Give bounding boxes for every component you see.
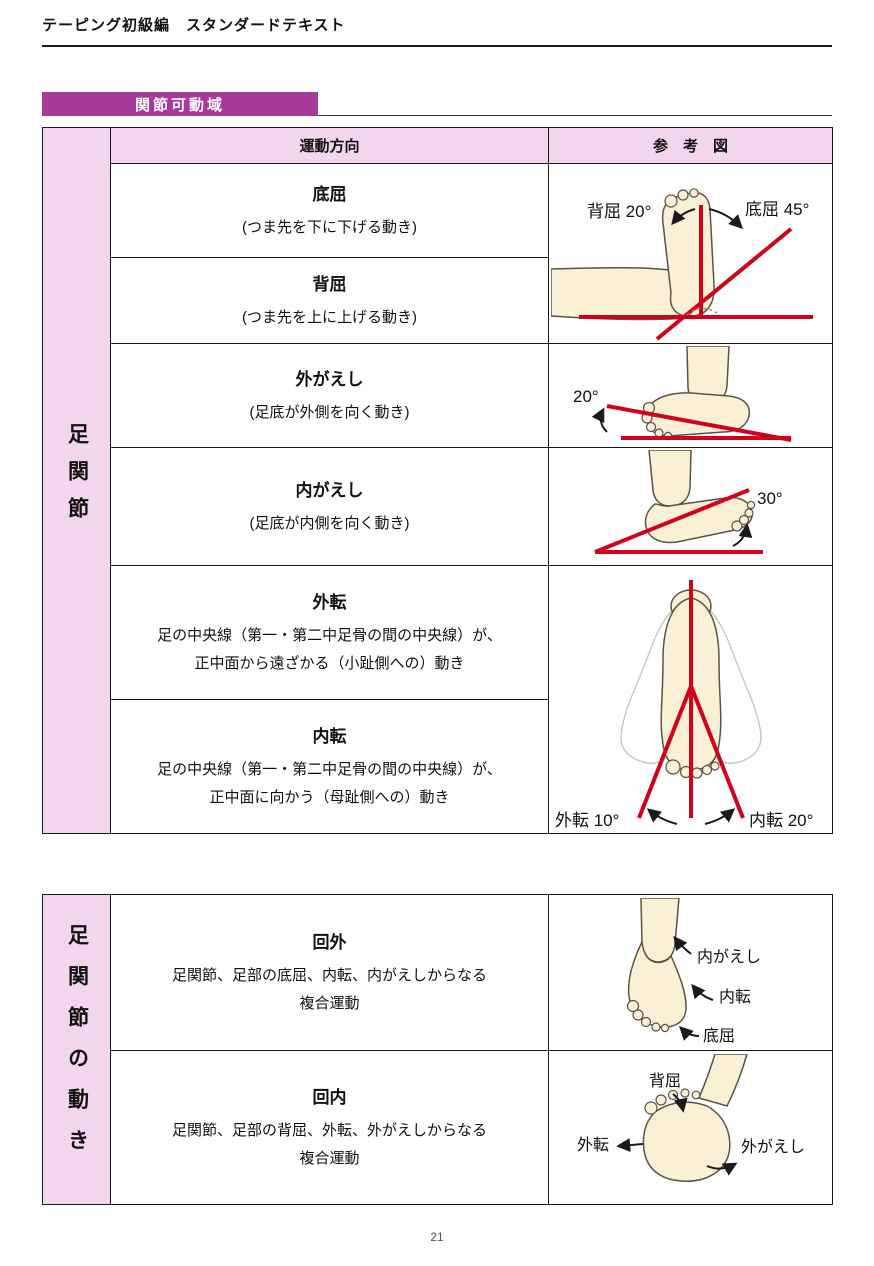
motion-desc: 足関節、足部の背屈、外転、外がえしからなる 複合運動 bbox=[171, 1121, 487, 1167]
adduction-angle-label: 内転 20° bbox=[749, 811, 813, 830]
plantarflexion-arrow-icon bbox=[678, 1025, 699, 1041]
page-number: 21 bbox=[430, 1230, 444, 1244]
column-header-figure: 参 考 図 bbox=[548, 127, 833, 164]
dorsiflexion-arrow-icon bbox=[670, 208, 695, 226]
column-header-motion: 運動方向 bbox=[110, 127, 549, 164]
eversion-angle-label: 20° bbox=[573, 387, 599, 406]
motion-cell-inversion: 内がえし (足底が内側を向く動き) bbox=[110, 447, 549, 566]
motion-desc: (足底が外側を向く動き) bbox=[249, 403, 410, 421]
motion-title: 底屈 bbox=[312, 184, 347, 204]
flexion-figure: 背屈 20° 底屈 45° bbox=[550, 188, 813, 341]
motion-title: 内転 bbox=[312, 726, 347, 746]
abduction-adduction-figure: 外転 10° 内転 20° bbox=[555, 579, 813, 830]
foot-shape bbox=[627, 938, 687, 1028]
eversion-figure: 20° bbox=[573, 345, 791, 442]
dorsiflexion-arrow-icon bbox=[671, 1092, 688, 1113]
eversion-arrow-icon bbox=[706, 1162, 737, 1176]
reference-lines bbox=[606, 403, 791, 442]
motion-title: 内がえし bbox=[295, 480, 364, 500]
abduction-arrow-icon bbox=[646, 807, 677, 825]
inversion-arrow-icon bbox=[732, 522, 752, 547]
motion-cell-plantarflexion: 底屈 (つま先を下に下げる動き) bbox=[110, 163, 549, 258]
adduction-arrow-icon bbox=[690, 983, 713, 1001]
eversion-arrow-icon bbox=[591, 406, 608, 433]
page-title: テーピング初級編 スタンダードテキスト bbox=[42, 17, 346, 34]
ankle-rom-table: 足関節 運動方向 参 考 図 底屈 (つま先を下に下げる動き) bbox=[42, 127, 833, 834]
pronation-label-eversion: 外がえし bbox=[741, 1138, 805, 1156]
abduction-angle-label: 外転 10° bbox=[555, 811, 619, 830]
section-badge: 関節可動域 bbox=[42, 92, 318, 116]
motion-desc: (つま先を上に上げる動き) bbox=[242, 308, 417, 326]
motion-desc: 足関節、足部の底屈、内転、内がえしからなる 複合運動 bbox=[171, 966, 487, 1012]
plantarflexion-angle-label: 底屈 45° bbox=[745, 200, 809, 219]
motion-cell-eversion: 外がえし (足底が外側を向く動き) bbox=[110, 343, 549, 448]
motion-desc: (足底が内側を向く動き) bbox=[249, 514, 410, 532]
table1-side-label: 足関節 bbox=[65, 422, 89, 534]
header-divider bbox=[42, 45, 832, 47]
section-divider bbox=[318, 115, 832, 116]
reference-lines bbox=[593, 487, 763, 554]
motion-desc: 足の中央線（第一・第二中足骨の間の中央線）が、 正中面から遠ざかる（小趾側への）… bbox=[157, 626, 502, 672]
motion-cell-pronation: 回内 足関節、足部の背屈、外転、外がえしからなる 複合運動 bbox=[110, 1050, 549, 1205]
inversion-figure: 30° bbox=[593, 449, 783, 554]
table2-side-label: 足関節の動き bbox=[65, 924, 89, 1170]
pronation-label-dorsiflexion: 背屈 bbox=[649, 1072, 681, 1090]
dorsiflexion-angle-label: 背屈 20° bbox=[587, 202, 651, 221]
table2-side-label-cell: 足関節の動き bbox=[42, 894, 111, 1205]
figure-cell-pronation: 背屈 外転 外がえし bbox=[548, 1050, 833, 1205]
adduction-arrow-icon bbox=[704, 807, 735, 825]
motion-cell-dorsiflexion: 背屈 (つま先を上に上げる動き) bbox=[110, 257, 549, 344]
figure-cell-inversion: 30° bbox=[548, 447, 833, 566]
supination-figure: 内がえし 内転 底屈 bbox=[626, 897, 761, 1045]
figure-cell-abduction-adduction: 外転 10° 内転 20° bbox=[548, 565, 833, 834]
motion-desc: (つま先を下に下げる動き) bbox=[242, 218, 417, 236]
section-header: 関節可動域 bbox=[42, 92, 832, 116]
figure-cell-flexion: 背屈 20° 底屈 45° bbox=[548, 163, 833, 344]
abduction-arrow-icon bbox=[615, 1137, 643, 1152]
motion-title: 回内 bbox=[312, 1087, 347, 1107]
motion-title: 外転 bbox=[312, 592, 347, 612]
motion-title: 外がえし bbox=[295, 369, 364, 389]
motion-cell-adduction: 内転 足の中央線（第一・第二中足骨の間の中央線）が、 正中面に向かう（母趾側への… bbox=[110, 699, 549, 834]
pronation-label-abduction: 外転 bbox=[577, 1136, 609, 1154]
leg-shape bbox=[697, 1053, 748, 1107]
supination-label-adduction: 内転 bbox=[719, 988, 751, 1006]
figure-cell-supination: 内がえし 内転 底屈 bbox=[548, 894, 833, 1051]
pronation-figure: 背屈 外転 外がえし bbox=[577, 1053, 805, 1182]
plantarflexion-arrow-icon bbox=[708, 208, 743, 229]
supination-label-inversion: 内がえし bbox=[697, 948, 761, 966]
foot-sole-shape bbox=[642, 1100, 731, 1182]
ankle-compound-motion-table: 足関節の動き 回外 足関節、足部の底屈、内転、内がえしからなる 複合運動 bbox=[42, 894, 833, 1205]
motion-title: 背屈 bbox=[312, 274, 347, 294]
reference-lines bbox=[578, 205, 813, 341]
heel-dashed-line bbox=[686, 307, 717, 316]
table1-side-label-cell: 足関節 bbox=[42, 127, 111, 834]
motion-desc: 足の中央線（第一・第二中足骨の間の中央線）が、 正中面に向かう（母趾側への）動き bbox=[157, 760, 502, 806]
inversion-angle-label: 30° bbox=[757, 489, 783, 508]
figure-cell-eversion: 20° bbox=[548, 343, 833, 448]
motion-title: 回外 bbox=[312, 932, 347, 952]
motion-cell-abduction: 外転 足の中央線（第一・第二中足骨の間の中央線）が、 正中面から遠ざかる（小趾側… bbox=[110, 565, 549, 700]
leg-shape bbox=[647, 449, 692, 507]
inversion-arrow-icon bbox=[672, 935, 692, 955]
reference-lines bbox=[636, 579, 745, 819]
leg-shape bbox=[639, 897, 680, 963]
foot-shape bbox=[644, 496, 753, 543]
supination-label-plantarflexion: 底屈 bbox=[703, 1027, 735, 1045]
motion-cell-supination: 回外 足関節、足部の底屈、内転、内がえしからなる 複合運動 bbox=[110, 894, 549, 1051]
